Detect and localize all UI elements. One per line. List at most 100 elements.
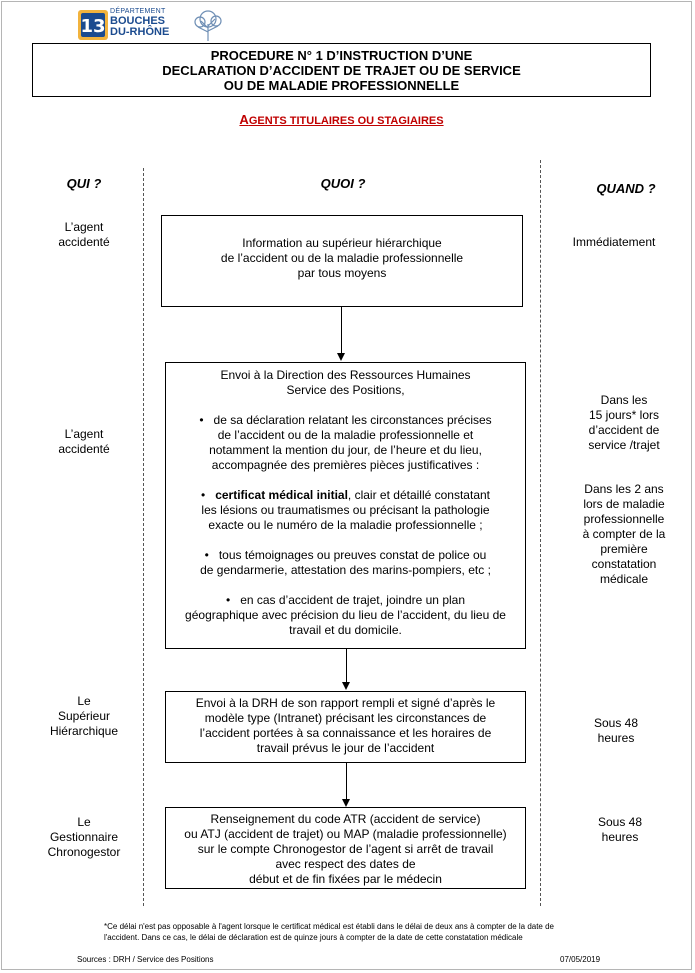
arrow-1-line	[341, 307, 342, 355]
row1-quoi-box: Information au supérieur hiérarchique de…	[161, 215, 523, 307]
department-logo-mark-icon: 13	[78, 10, 108, 40]
row4-qui-line1: Le	[77, 815, 91, 829]
procedure-title-box: PROCEDURE N° 1 D’INSTRUCTION D’UNE DECLA…	[32, 43, 651, 97]
row3-quoi-line1: Envoi à la DRH de son rapport rempli et …	[195, 696, 496, 710]
row4-quoi-line1: Renseignement du code ATR (accident de s…	[210, 812, 481, 826]
row2-quand-a-1: Dans les	[600, 393, 648, 407]
row3-quoi-line2: modèle type (Intranet) précisant les cir…	[204, 711, 487, 725]
row2-quoi-box: Envoi à la Direction des Ressources Huma…	[165, 362, 526, 649]
column-separator-left	[143, 168, 144, 906]
bullet-1-line3: notamment la mention du jour, de l’heure…	[209, 443, 482, 457]
row2-quand-b-7: médicale	[599, 572, 649, 586]
row4-quoi-line5: début et de fin fixées par le médecin	[249, 872, 442, 886]
row2-quand-b-2: lors de maladie	[583, 497, 665, 511]
arrow-1-down-icon	[337, 353, 345, 361]
row4-qui-line3: Chronogestor	[47, 845, 121, 859]
row2-intro-line2: Service des Positions,	[286, 383, 405, 397]
row2-qui-line1: L’agent	[64, 427, 104, 441]
bullet-2-bold: certificat médical initial	[215, 488, 348, 502]
footer-sources: Sources : DRH / Service des Positions	[77, 955, 214, 964]
row1-qui-line1: L’agent	[64, 220, 104, 234]
row4-quoi-box: Renseignement du code ATR (accident de s…	[165, 807, 526, 889]
arrow-3-line	[346, 763, 347, 801]
row2-quand-maladie: Dans les 2 ans lors de maladie professio…	[566, 482, 682, 587]
bullet-3-line1: tous témoignages ou preuves constat de p…	[218, 548, 487, 562]
row2-qui-line2: accidenté	[58, 442, 110, 456]
bullet-declaration: • de sa déclaration relatant les circons…	[166, 413, 525, 473]
footnote-line1: *Ce délai n'est pas opposable à l'agent …	[104, 922, 555, 931]
subtitle-rest: GENTS TITULAIRES OU STAGIAIRES	[248, 115, 444, 127]
footer-date: 07/05/2019	[560, 955, 601, 964]
row2-quand-b-6: constatation	[591, 557, 657, 571]
bullet-2-line3: exacte ou le numéro de la maladie profes…	[208, 518, 483, 532]
row2-quand-accident: Dans les 15 jours* lors d’accident de se…	[566, 393, 682, 453]
row4-quoi-line2: ou ATJ (accident de trajet) ou MAP (mala…	[184, 827, 507, 841]
row2-quand-b-5: première	[600, 542, 648, 556]
row4-quoi-line3: sur le compte Chronogestor de l’agent si…	[197, 842, 494, 856]
svg-text:13: 13	[80, 16, 105, 37]
row3-quoi-line4: travail prévus le jour de l’accident	[256, 741, 435, 755]
title-line-1: PROCEDURE N° 1 D’INSTRUCTION D’UNE	[210, 47, 473, 63]
row3-qui-line2: Supérieur	[57, 709, 111, 723]
row4-quand-line2: heures	[601, 830, 639, 844]
column-header-qui: QUI ?	[66, 176, 102, 191]
row2-quand-b-3: professionnelle	[583, 512, 665, 526]
arrow-3-down-icon	[342, 799, 350, 807]
row3-quand-line2: heures	[597, 731, 635, 745]
bullet-certificat: • certificat médical initial, clair et d…	[166, 488, 525, 533]
bullet-1-line1: de sa déclaration relatant les circonsta…	[213, 413, 492, 427]
department-logo: 13 DÉPARTEMENT BOUCHES DU-RHÔNE	[78, 6, 228, 44]
bullet-plan: • en cas d’accident de trajet, joindre u…	[166, 593, 525, 638]
row4-quand: Sous 48 heures	[562, 815, 678, 845]
title-line-2: DECLARATION D’ACCIDENT DE TRAJET OU DE S…	[162, 62, 521, 78]
row1-quoi-line3: par tous moyens	[297, 266, 387, 280]
column-header-quoi: QUOI ?	[320, 176, 366, 191]
row2-quand-a-3: d’accident de	[588, 423, 660, 437]
bullet-temoignages: • tous témoignages ou preuves constat de…	[166, 548, 525, 578]
row2-qui: L’agent accidenté	[36, 427, 132, 457]
row3-quand-line1: Sous 48	[593, 716, 639, 730]
agents-subtitle: AGENTS TITULAIRES OU STAGIAIRES	[0, 112, 683, 129]
row2-quand-b-4: à compter de la	[582, 527, 666, 541]
row1-quand: Immédiatement	[572, 235, 656, 249]
footnote-line2: l'accident. Dans ce cas, le délai de déc…	[104, 933, 523, 942]
row1-qui-line2: accidenté	[58, 235, 110, 249]
column-header-quand: QUAND ?	[596, 181, 656, 196]
logo-text: DÉPARTEMENT BOUCHES DU-RHÔNE	[110, 8, 169, 38]
row1-qui: L’agent accidenté	[36, 220, 132, 250]
bullet-3-line2: de gendarmerie, attestation des marins-p…	[200, 563, 491, 577]
footnote: *Ce délai n'est pas opposable à l'agent …	[104, 921, 674, 943]
bullet-4-line3: travail et du domicile.	[289, 623, 402, 637]
title-line-3: OU DE MALADIE PROFESSIONNELLE	[223, 77, 460, 93]
row3-quoi-box: Envoi à la DRH de son rapport rempli et …	[165, 691, 526, 763]
row1-quoi-line1: Information au supérieur hiérarchique	[242, 236, 442, 250]
tree-icon	[194, 10, 222, 41]
arrow-2-down-icon	[342, 682, 350, 690]
row3-quoi-line3: l’accident portées à sa connaissance et …	[199, 726, 492, 740]
subtitle-initial: A	[239, 112, 249, 127]
arrow-2-line	[346, 649, 347, 684]
row4-qui-line2: Gestionnaire	[49, 830, 119, 844]
row1-quoi-line2: de l’accident ou de la maladie professio…	[220, 251, 464, 265]
row4-qui: Le Gestionnaire Chronogestor	[36, 815, 132, 860]
row4-quoi-line4: avec respect des dates de	[275, 857, 416, 871]
row3-quand: Sous 48 heures	[558, 716, 674, 746]
bullet-1-line4: accompagnée des premières pièces justifi…	[211, 458, 480, 472]
row3-qui-line3: Hiérarchique	[49, 724, 119, 738]
row2-quand-b-1: Dans les 2 ans	[584, 482, 664, 496]
bullet-1-line2: de l’accident ou de la maladie professio…	[217, 428, 474, 442]
row3-qui: Le Supérieur Hiérarchique	[36, 694, 132, 739]
bullet-2-line1: , clair et détaillé constatant	[347, 488, 490, 502]
row3-qui-line1: Le	[77, 694, 91, 708]
bullet-4-line2: géographique avec précision du lieu de l…	[185, 608, 506, 622]
logo-small-text: DÉPARTEMENT	[110, 8, 166, 15]
logo-line-2: DU-RHÔNE	[110, 26, 170, 38]
row4-quand-line1: Sous 48	[597, 815, 643, 829]
row2-quand-a-4: service /trajet	[588, 438, 660, 452]
bullet-4-line1: en cas d’accident de trajet, joindre un …	[240, 593, 465, 607]
row2-quand-a-2: 15 jours* lors	[588, 408, 660, 422]
bullet-2-line2: les lésions ou traumatismes ou précisant…	[201, 503, 490, 517]
row2-intro-line1: Envoi à la Direction des Ressources Huma…	[220, 368, 471, 382]
logo-line-1: BOUCHES	[110, 15, 166, 27]
